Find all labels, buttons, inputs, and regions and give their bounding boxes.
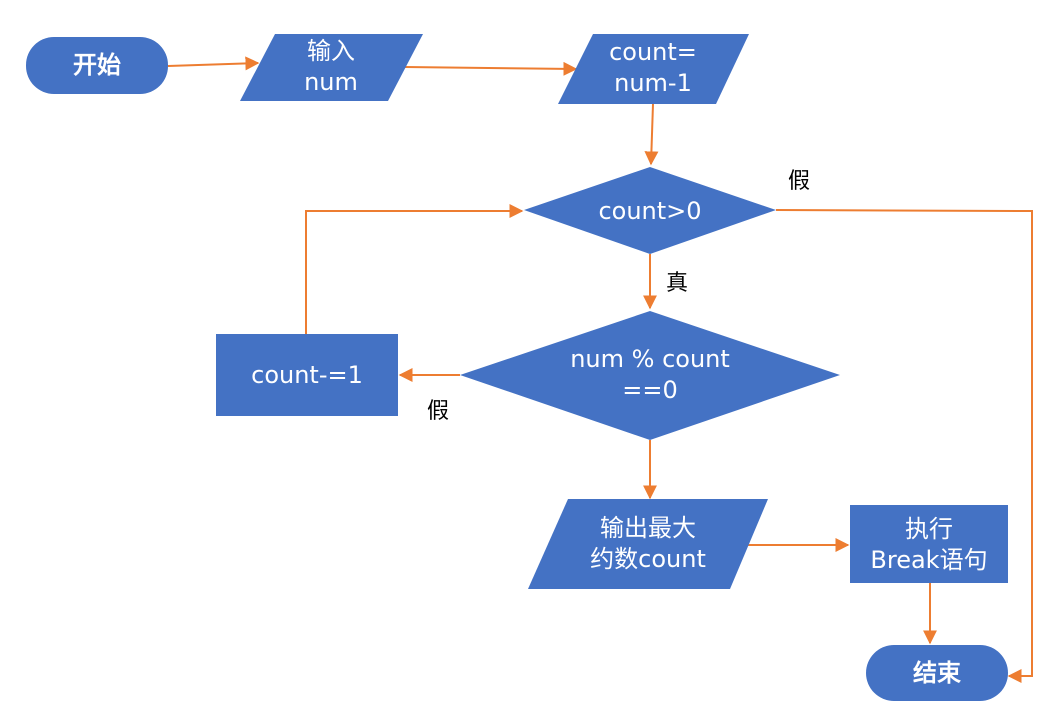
node-end: 结束 [866,645,1008,701]
edge-loop-false-to-end [775,209,1033,683]
edge-label-loop-true: 真 [666,271,688,296]
edge-decrement-back-to-loop [305,204,524,334]
node-input-label-line1: 输入 [307,37,355,65]
node-init-label-line2: num-1 [614,69,692,97]
node-break-label-line1: 执行 [905,515,953,543]
node-init-label-line1: count= [609,38,697,66]
node-output: 输出最大 约数count [528,499,768,589]
node-break-label-line2: Break语句 [870,546,987,574]
node-decrement: count-=1 [216,334,398,416]
node-break: 执行 Break语句 [850,505,1008,583]
node-input: 输入 num [240,34,423,101]
node-output-label-line2: 约数count [590,545,706,573]
node-cond-mod: num % count ==0 [460,311,840,440]
node-cond-mod-label-line1: num % count [570,345,730,373]
node-decrement-label: count-=1 [251,361,363,389]
node-init: count= num-1 [558,34,749,104]
edges [167,56,1033,683]
edge-input-to-init [404,61,578,76]
node-cond-loop: count>0 [524,167,776,254]
edge-start-to-input [167,56,260,71]
node-output-label-line1: 输出最大 [600,514,696,542]
node-input-label-line2: num [304,68,358,96]
node-cond-loop-label: count>0 [598,197,701,225]
edge-label-mod-false: 假 [427,399,449,424]
edge-init-to-loop [644,103,659,166]
edge-label-loop-false: 假 [788,169,810,194]
node-cond-mod-label-line2: ==0 [622,376,678,404]
node-start: 开始 [26,37,168,94]
node-start-label: 开始 [73,51,121,79]
node-end-label: 结束 [913,659,962,687]
